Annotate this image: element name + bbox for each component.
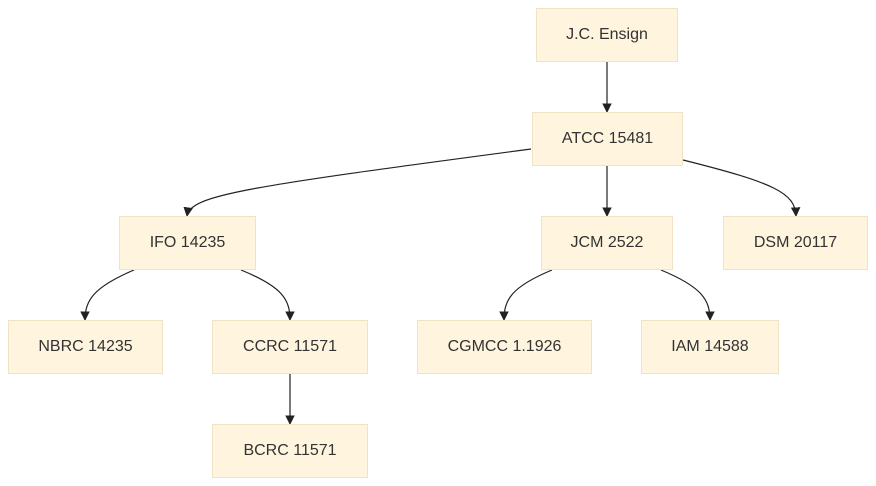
edge-ifo-14235-to-ccrc-11571 xyxy=(240,269,295,321)
edge-atcc-15481-to-ifo-14235 xyxy=(183,148,532,217)
node-bcrc-11571: BCRC 11571 xyxy=(212,424,368,478)
node-jc-ensign: J.C. Ensign xyxy=(536,8,678,62)
node-atcc-15481: ATCC 15481 xyxy=(532,112,683,166)
edge-atcc-15481-to-dsm-20117 xyxy=(682,159,801,217)
node-ccrc-11571: CCRC 11571 xyxy=(212,320,368,374)
node-cgmcc-1-1926: CGMCC 1.1926 xyxy=(417,320,592,374)
edge-jcm-2522-to-iam-14588 xyxy=(660,269,715,321)
node-ifo-14235: IFO 14235 xyxy=(119,216,256,270)
node-jcm-2522: JCM 2522 xyxy=(541,216,673,270)
node-dsm-20117: DSM 20117 xyxy=(723,216,868,270)
node-nbrc-14235: NBRC 14235 xyxy=(8,320,163,374)
edge-jcm-2522-to-cgmcc-1-1926 xyxy=(499,269,553,321)
edge-ifo-14235-to-nbrc-14235 xyxy=(80,269,135,321)
node-iam-14588: IAM 14588 xyxy=(641,320,779,374)
